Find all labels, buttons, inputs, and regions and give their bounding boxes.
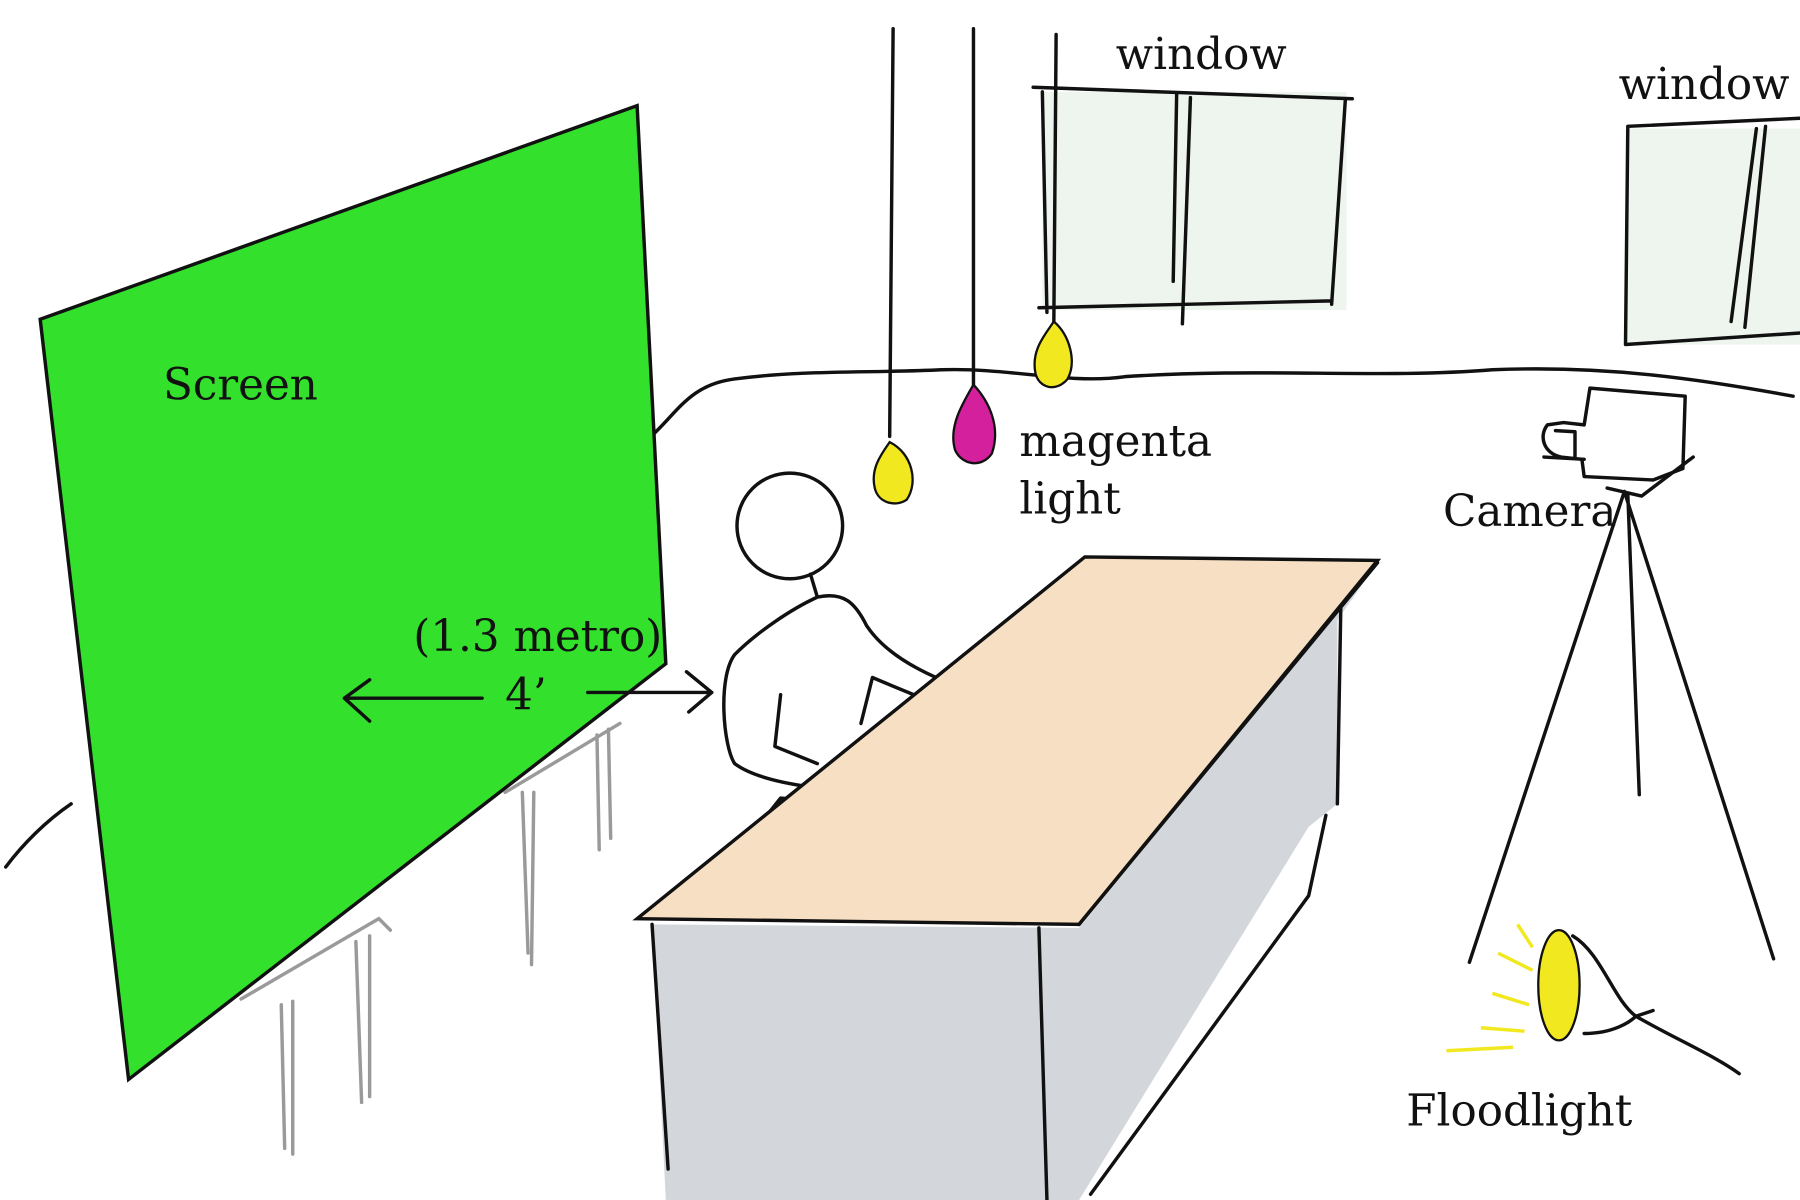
magenta-light-icon xyxy=(952,382,997,465)
light-cord-1 xyxy=(887,26,895,439)
magenta-light-label-2: light xyxy=(1019,474,1121,524)
floodlight-label: Floodlight xyxy=(1406,1086,1632,1136)
back-wall-line xyxy=(646,367,1795,441)
distance-arrow-right xyxy=(586,670,714,714)
distance-metric-label: (1.3 metro) xyxy=(413,612,662,662)
window-right xyxy=(1623,116,1800,347)
window-right-label: window xyxy=(1619,60,1790,110)
left-floor-line xyxy=(4,802,73,869)
yellow-light-icon xyxy=(1033,319,1073,389)
green-screen xyxy=(38,103,668,1083)
camera-label: Camera xyxy=(1443,487,1616,537)
floodlight-icon xyxy=(1446,923,1741,1076)
light-cord-3 xyxy=(1052,32,1058,326)
distance-imperial-label: 4’ xyxy=(505,671,547,721)
distance-arrow-left xyxy=(342,678,484,723)
screen-label: Screen xyxy=(163,361,318,411)
magenta-light-label: magenta xyxy=(1019,417,1212,467)
yellow-light-icon xyxy=(872,440,914,505)
desk xyxy=(632,555,1382,1200)
camera-icon xyxy=(1467,386,1776,965)
background-table xyxy=(239,721,622,1156)
window-left-label: window xyxy=(1116,30,1287,80)
window-left xyxy=(1031,85,1355,326)
